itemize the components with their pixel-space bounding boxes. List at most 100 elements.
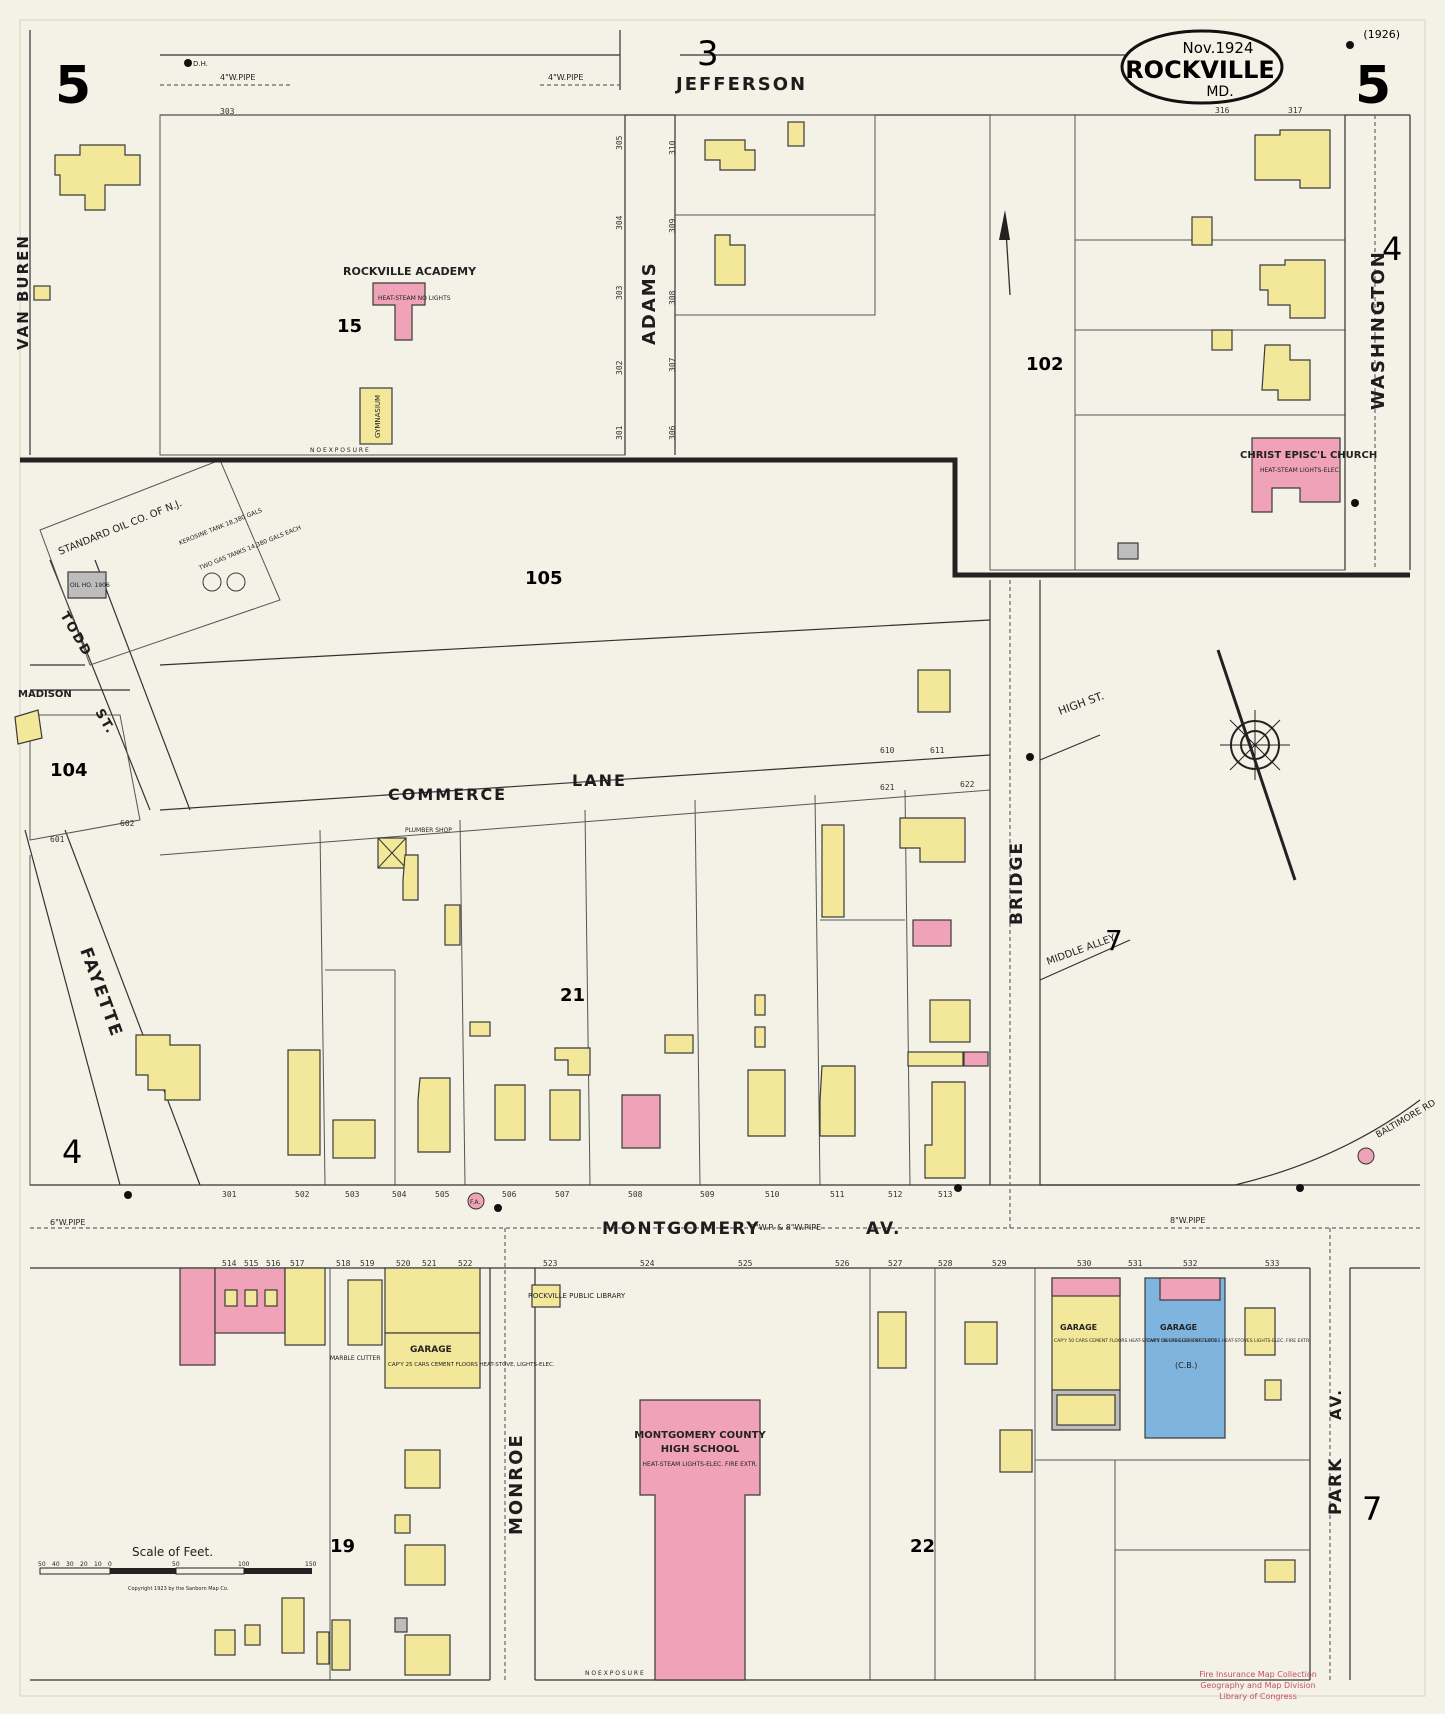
label-garage-west-note: CAP'Y 25 CARS CEMENT FLOORS HEAT-STOVE, … [388, 1362, 555, 1368]
address-label: 522 [458, 1259, 473, 1268]
address-label: 513 [938, 1190, 953, 1199]
address-label: 518 [336, 1259, 351, 1268]
pipe-label-3: 6"W.PIPE [50, 1218, 85, 1227]
label-library: ROCKVILLE PUBLIC LIBRARY [528, 1292, 626, 1300]
address-label: 611 [930, 746, 945, 755]
gymnasium-building [359, 387, 393, 445]
label-church-note: HEAT-STEAM LIGHTS-ELEC. [1260, 467, 1341, 474]
address-label: 305 [615, 135, 624, 150]
address-label: 517 [290, 1259, 305, 1268]
street-jefferson: JEFFERSON [674, 74, 807, 95]
garage-east-building [1144, 1277, 1226, 1439]
map-city: ROCKVILLE [1125, 56, 1275, 84]
address-label: 507 [555, 1190, 570, 1199]
address-label: 524 [640, 1259, 655, 1268]
street-bridge: BRIDGE [1007, 841, 1027, 925]
label-high-school-1: MONTGOMERY COUNTY [634, 1430, 766, 1441]
adjacent-sheet-4-right: 4 [1382, 230, 1402, 268]
street-madison: MADISON [18, 689, 72, 700]
compass-rose-icon [1216, 649, 1297, 881]
label-high-school-note: HEAT-STEAM LIGHTS-ELEC. FIRE EXTR. [643, 1461, 758, 1468]
address-label: 526 [835, 1259, 850, 1268]
revision-note: (1926) [1363, 28, 1400, 41]
block-104: 104 [50, 760, 88, 781]
hydrant-label: D.H. [193, 60, 208, 68]
pipe-label-4: 6"W.P. & 8"W.PIPE [750, 1223, 821, 1232]
address-label: 304 [615, 215, 624, 230]
label-no-exposure-south: N O E X P O S U R E [585, 1670, 644, 1677]
scale-title: Scale of Feet. [132, 1545, 213, 1559]
address-label: 303 [220, 107, 235, 116]
address-label: 503 [345, 1190, 360, 1199]
address-label: 521 [422, 1259, 437, 1268]
block-105: 105 [525, 568, 563, 589]
address-label: 505 [435, 1190, 450, 1199]
address-label: 309 [668, 218, 677, 233]
address-label: 307 [668, 357, 677, 372]
address-label: 621 [880, 783, 895, 792]
address-label: 610 [880, 746, 895, 755]
address-label: 529 [992, 1259, 1007, 1268]
address-label: 301 [222, 1190, 237, 1199]
label-gymnasium: GYMNASIUM [374, 395, 382, 438]
street-van-buren: VAN BUREN [14, 234, 32, 350]
library-stamp-line2: Geography and Map Division [1200, 1681, 1315, 1690]
label-marble-cutter: MARBLE CUTTER [330, 1355, 380, 1362]
street-lane: LANE [572, 771, 627, 790]
address-label: 303 [615, 285, 624, 300]
scale-tick: 50 [172, 1561, 180, 1568]
buildings [14, 121, 1341, 1681]
address-label: 531 [1128, 1259, 1143, 1268]
scale-tick: 40 [52, 1561, 60, 1568]
scale-copyright: Copyright 1923 by the Sanborn Map Co. [128, 1586, 229, 1592]
address-label: 512 [888, 1190, 903, 1199]
sheet-border [19, 19, 1426, 1697]
address-label: 523 [543, 1259, 558, 1268]
address-label: 520 [396, 1259, 411, 1268]
label-oil-house: OIL HO. 1906 [70, 582, 110, 589]
water-pipes [30, 84, 1420, 1680]
garage-west-building [384, 1332, 481, 1389]
address-label: 502 [295, 1190, 310, 1199]
label-garage-west: GARAGE [410, 1345, 452, 1355]
label-high-school-2: HIGH SCHOOL [661, 1444, 740, 1455]
address-label: 308 [668, 290, 677, 305]
label-garage-east: GARAGE [1160, 1323, 1197, 1332]
address-label: 510 [765, 1190, 780, 1199]
street-washington: WASHINGTON [1368, 250, 1389, 410]
label-rockville-academy: ROCKVILLE ACADEMY [343, 265, 477, 278]
scale-tick: 50 [38, 1561, 46, 1568]
address-label: 310 [668, 140, 677, 155]
street-montgomery-av: AV. [866, 1219, 901, 1239]
pipe-label-2: 4"W.PIPE [548, 73, 583, 82]
label-plumber: PLUMBER SHOP [405, 827, 452, 834]
street-adams: ADAMS [639, 261, 660, 345]
adjacent-sheet-7-right: 7 [1362, 1490, 1382, 1528]
library-stamp-line1: Fire Insurance Map Collection [1199, 1670, 1317, 1679]
pipe-label-5: 8"W.PIPE [1170, 1216, 1205, 1225]
sheet-number-left: 5 [55, 56, 91, 116]
label-no-exposure-north: N O E X P O S U R E [310, 447, 369, 454]
address-label: 602 [120, 819, 135, 828]
rockville-academy-building [372, 282, 426, 341]
sheet-number-right: 5 [1355, 56, 1391, 116]
address-label: 316 [1215, 106, 1230, 115]
scale-tick: 0 [108, 1561, 112, 1568]
address-label: 317 [1288, 106, 1303, 115]
address-label: 601 [50, 835, 65, 844]
block-22: 22 [910, 1536, 935, 1557]
scale-tick: 30 [66, 1561, 74, 1568]
hydrants [124, 41, 1375, 1212]
address-label: 515 [244, 1259, 259, 1268]
library-stamp-line3: Library of Congress [1219, 1692, 1297, 1701]
scale-tick: 150 [305, 1561, 317, 1568]
address-label: 532 [1183, 1259, 1198, 1268]
address-label: 516 [266, 1259, 281, 1268]
street-commerce: COMMERCE [388, 785, 507, 804]
address-label: 504 [392, 1190, 407, 1199]
fire-alarm-label: F.A. [470, 1199, 480, 1206]
street-montgomery: MONTGOMERY [602, 1219, 761, 1239]
address-label: 514 [222, 1259, 237, 1268]
oil-house [67, 571, 107, 599]
label-garage-east-note: CAP'Y 50 CARS CEMENT FLOORS HEAT-STOVES … [1147, 1338, 1310, 1344]
